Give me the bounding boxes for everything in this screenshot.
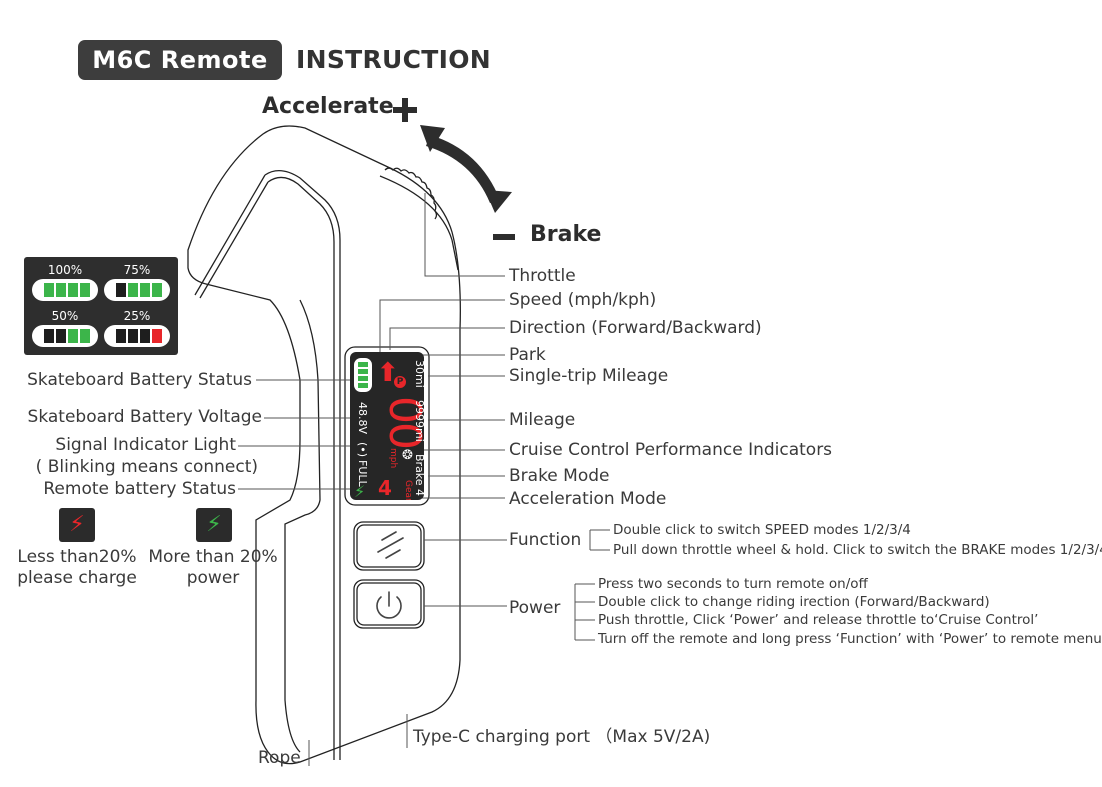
trip-readout: 30mi — [413, 360, 424, 388]
power-note-3: Push throttle, Click ‘Power’ and release… — [598, 612, 1039, 628]
battery-bar — [116, 329, 126, 343]
remote-charge-icon: ⚡ — [354, 482, 366, 500]
battery-icon — [104, 325, 170, 347]
battery-bar — [56, 283, 66, 297]
low-charge-line2: please charge — [17, 568, 137, 588]
battery-level-percent: 75% — [123, 263, 151, 277]
throttle-direction-arrow — [420, 125, 512, 213]
battery-bar — [128, 329, 138, 343]
battery-bar — [44, 329, 54, 343]
brake-mode-readout: Brake 4 — [413, 454, 424, 496]
label-speed: Speed (mph/kph) — [509, 290, 657, 310]
brake-label: Brake — [530, 222, 602, 247]
battery-bar — [140, 329, 150, 343]
battery-level-item: 25% — [104, 309, 170, 353]
direction-arrow-icon: ⬆ — [377, 358, 399, 388]
battery-bar — [44, 283, 54, 297]
label-mileage: Mileage — [509, 410, 576, 430]
battery-bar — [68, 329, 78, 343]
label-rope: Rope — [258, 748, 301, 768]
battery-bar — [116, 283, 126, 297]
label-accel-mode: Acceleration Mode — [509, 489, 667, 509]
battery-bar — [80, 283, 90, 297]
signal-icon: (•) — [356, 442, 369, 458]
title-badge: M6C Remote — [78, 40, 282, 80]
power-button[interactable] — [354, 580, 424, 628]
gear-readout: 4 — [378, 476, 392, 500]
battery-level-item: 50% — [32, 309, 98, 353]
battery-level-percent: 100% — [47, 263, 83, 277]
power-note-1: Press two seconds to turn remote on/off — [598, 576, 868, 592]
battery-icon — [104, 279, 170, 301]
function-note-1: Double click to switch SPEED modes 1/2/3… — [613, 522, 911, 538]
label-signal-note: ( Blinking means connect) — [35, 457, 258, 477]
gear-label: Gear — [403, 480, 413, 500]
function-note-2: Pull down throttle wheel & hold. Click t… — [613, 542, 1102, 558]
label-function: Function — [509, 530, 582, 550]
label-throttle: Throttle — [509, 266, 576, 286]
power-glyph-icon — [376, 591, 402, 619]
battery-bar — [152, 329, 162, 343]
power-note-4: Turn off the remote and long press ‘Func… — [598, 631, 1102, 647]
voltage-readout: 48.8V — [356, 402, 369, 435]
minus-icon — [493, 234, 515, 240]
throttle-wheel — [384, 167, 438, 220]
function-glyph-icon — [377, 531, 404, 559]
accelerate-label: Accelerate — [262, 94, 394, 119]
ok-charge-line2: power — [186, 568, 240, 588]
speed-unit: mph — [388, 448, 398, 469]
ok-charge-icon: ⚡ — [196, 508, 232, 542]
label-charging-port: Type-C charging port （Max 5V/2A) — [413, 727, 711, 747]
remote-screen: 48.8V (•) FULL ⚡ ⬆ P 00 mph 30mi 9999mi … — [350, 352, 424, 500]
low-charge-line1: Less than20% — [17, 547, 137, 567]
cruise-icon: ❂ — [402, 448, 413, 463]
park-icon: P — [394, 376, 406, 388]
label-battery-status: Skateboard Battery Status — [27, 370, 252, 390]
label-power: Power — [509, 598, 561, 618]
remote-body-outline — [187, 125, 461, 765]
screen-bezel — [344, 346, 430, 506]
board-battery-icon — [354, 358, 372, 392]
label-brake-mode: Brake Mode — [509, 466, 610, 486]
battery-bar — [80, 329, 90, 343]
odometer-readout: 9999mi — [413, 400, 424, 442]
label-cruise: Cruise Control Performance Indicators — [509, 440, 833, 460]
label-direction: Direction (Forward/Backward) — [509, 318, 762, 338]
label-single-trip: Single-trip Mileage — [509, 366, 669, 386]
label-remote-battery: Remote battery Status — [43, 479, 236, 499]
battery-level-percent: 50% — [51, 309, 79, 323]
battery-bar — [68, 283, 78, 297]
battery-icon — [32, 325, 98, 347]
battery-bar — [140, 283, 150, 297]
function-button[interactable] — [354, 522, 424, 570]
label-signal-light: Signal Indicator Light — [55, 435, 236, 455]
label-battery-voltage: Skateboard Battery Voltage — [27, 407, 262, 427]
battery-icon — [32, 279, 98, 301]
trigger-loop — [264, 170, 341, 760]
battery-bar — [56, 329, 66, 343]
ok-charge-line1: More than 20% — [148, 547, 278, 567]
battery-legend: 100% 75% 50% 25% — [24, 257, 178, 355]
battery-level-item: 100% — [32, 263, 98, 307]
low-charge-icon: ⚡ — [59, 508, 95, 542]
battery-level-item: 75% — [104, 263, 170, 307]
battery-level-percent: 25% — [123, 309, 151, 323]
battery-bar — [152, 283, 162, 297]
battery-bar — [128, 283, 138, 297]
power-note-2: Double click to change riding irection (… — [598, 594, 990, 610]
page-title: INSTRUCTION — [296, 45, 492, 74]
label-park: Park — [509, 345, 546, 365]
